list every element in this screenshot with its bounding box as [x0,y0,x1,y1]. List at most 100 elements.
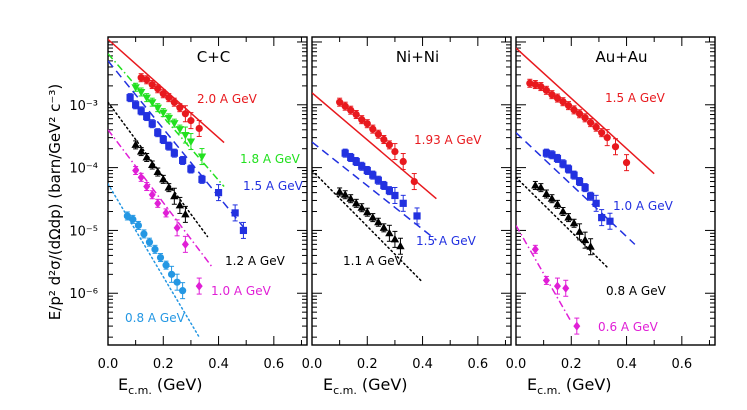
data-point [575,110,584,118]
data-point [143,76,151,84]
x-tick-label: 0.0 [506,357,527,372]
data-point [385,141,393,149]
data-point [537,82,545,91]
data-point [129,215,137,223]
x-axis-label-panel-1: Ec.m.(GeV) [118,375,203,397]
data-point [531,180,540,189]
data-point [553,94,562,102]
data-point [198,175,206,183]
data-point [390,234,400,243]
data-point [153,167,162,176]
data-point [580,235,590,244]
data-point [564,213,573,221]
data-point [569,218,579,227]
data-point [570,106,578,114]
data-point [156,253,165,262]
data-point [173,278,181,286]
data-point [181,132,190,140]
data-point [175,126,185,134]
data-point [123,212,131,220]
data-point [134,221,143,230]
data-point [396,241,405,250]
data-point [391,191,399,200]
data-point [131,140,140,148]
data-point [559,98,567,106]
series-1-8-a-gev [108,53,225,188]
data-point [352,110,360,119]
series-1-1-a-gev [312,169,424,283]
data-point [170,191,179,200]
x-tick-label: 0.4 [208,357,229,372]
data-point [187,117,195,125]
data-point [148,120,156,128]
fit-line [312,141,437,241]
x-tick-label: 0.2 [153,357,174,372]
fit-line [516,132,636,245]
data-point [575,177,584,186]
data-point [159,109,168,118]
series-1-5-a-gev [312,141,437,241]
x-tick-label: 0.4 [412,357,433,372]
data-point [374,130,382,138]
data-point [536,183,546,191]
data-point [548,91,556,99]
data-point [374,217,383,226]
series-label: 1.5 A GeV [605,91,666,105]
data-point [347,106,355,114]
data-point [170,98,178,106]
data-point [531,244,539,254]
series-label: 0.8 A GeV [125,311,186,325]
data-point [173,223,181,233]
data-point [542,86,551,94]
data-point [181,110,189,118]
data-point [136,147,146,155]
data-point [358,162,366,170]
data-point [148,80,156,89]
data-point [553,199,562,208]
data-point [195,124,203,133]
fit-line [108,60,247,231]
series-1-5-a-gev [516,47,655,175]
data-point [167,270,176,278]
data-point [586,242,595,250]
panel-frame [311,36,512,346]
data-point [341,102,349,110]
data-point [154,198,162,208]
data-point [143,182,151,192]
data-point [380,135,388,144]
data-point [140,230,148,238]
data-point [186,138,196,147]
data-point [559,160,567,168]
data-point [143,112,151,121]
data-point [542,149,551,157]
data-point [592,123,600,131]
data-point [335,187,344,195]
y-tick-label: 10⁻³ [69,99,98,114]
panel-title: Au+Au [595,48,647,66]
fit-line [108,38,225,144]
data-point [132,101,140,109]
data-point [179,156,187,165]
data-point [126,94,134,102]
fit-line [108,129,214,269]
data-point [341,149,349,157]
series-label: 1.93 A GeV [414,133,482,147]
fit-line [108,53,225,188]
series-1-93-a-gev [312,92,437,200]
x-tick-label: 0.0 [302,357,323,372]
data-point [162,261,170,269]
series-label: 2.0 A GeV [197,92,258,106]
data-point [587,119,595,127]
data-point [352,157,360,166]
data-point [598,129,606,137]
data-point [142,94,151,103]
data-point [179,287,187,295]
data-point [548,151,556,159]
data-point [137,172,145,182]
data-point [175,200,185,209]
data-point [368,213,378,221]
data-point [547,194,557,202]
data-point [542,275,550,285]
